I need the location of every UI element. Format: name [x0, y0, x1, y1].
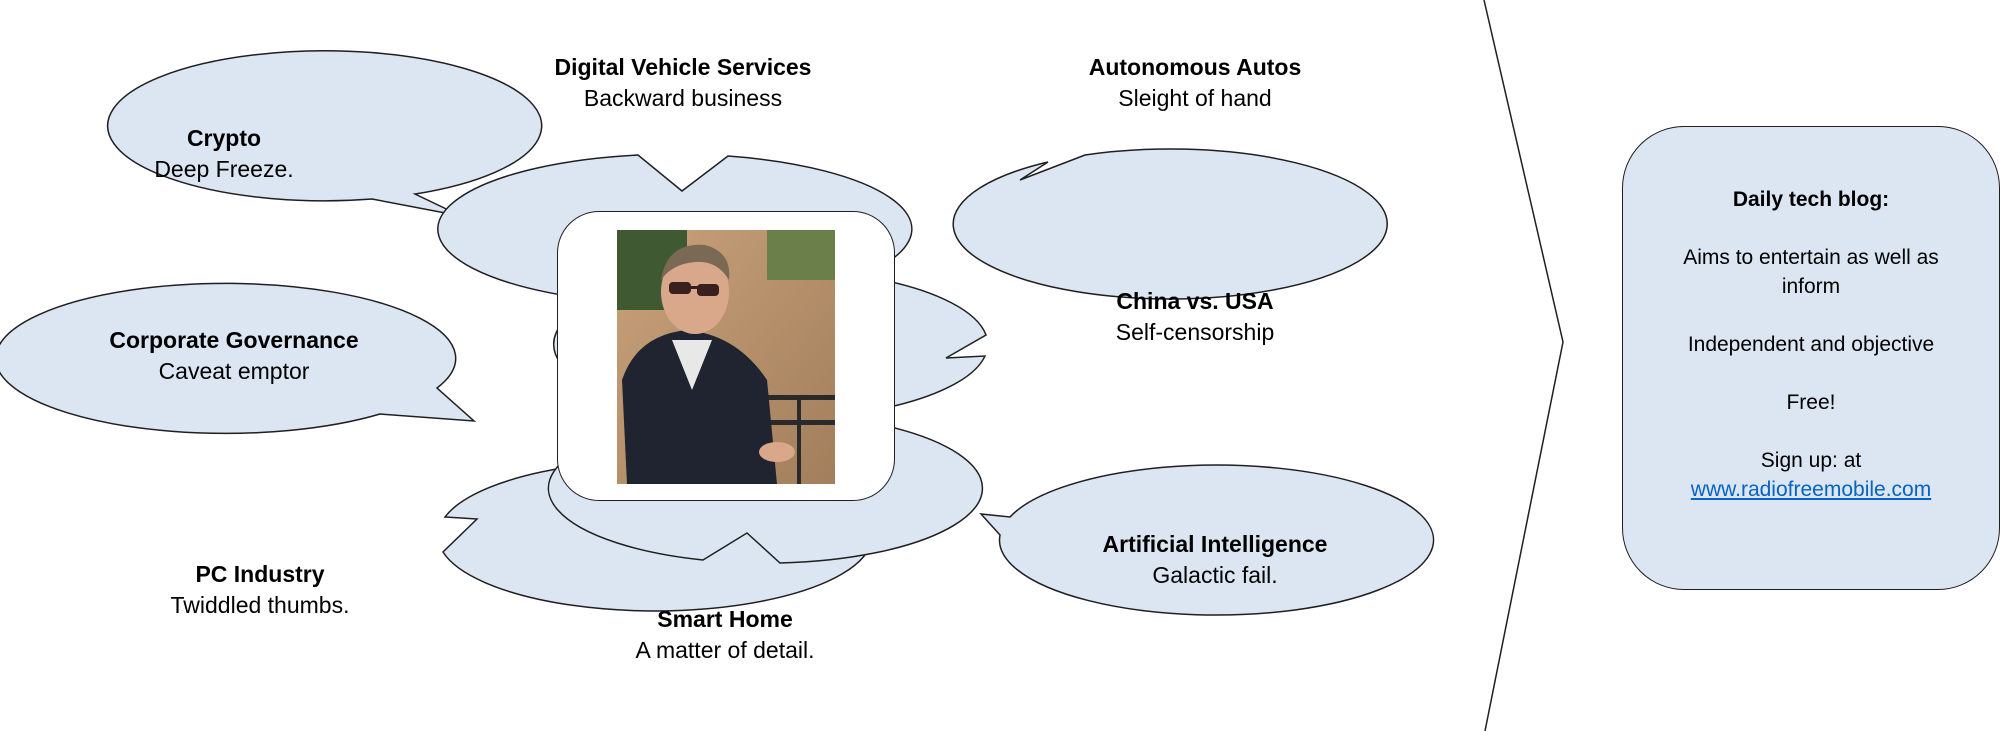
bubble-title: PC Industry	[195, 561, 325, 587]
bubble-label-china: China vs. USA Self-censorship	[1065, 286, 1325, 348]
bubble-subtitle: Sleight of hand	[1118, 85, 1272, 111]
blog-signup-link[interactable]: www.radiofreemobile.com	[1690, 478, 1932, 501]
bubble-subtitle: Twiddled thumbs.	[170, 592, 350, 618]
bubble-label-pc: PC Industry Twiddled thumbs.	[140, 559, 380, 621]
bubble-title: Crypto	[186, 125, 262, 151]
bubble-subtitle: A matter of detail.	[635, 637, 815, 663]
bubble-subtitle: Deep Freeze.	[154, 156, 294, 182]
bubble-subtitle: Caveat emptor	[158, 358, 310, 384]
bubble-autonomous	[952, 148, 1388, 300]
blog-heading: Daily tech blog:	[1732, 188, 1890, 211]
bubble-title: Artificial Intelligence	[1102, 531, 1328, 557]
blog-line-entertain: Aims to entertain as well as inform	[1683, 246, 1939, 298]
bubble-governance	[0, 282, 477, 435]
bubble-crypto	[106, 50, 543, 217]
bubble-title: Digital Vehicle Services	[554, 54, 812, 80]
blog-line-free: Free!	[1786, 391, 1836, 414]
bubble-subtitle: Backward business	[583, 85, 783, 111]
divider-arrow	[1483, 0, 1564, 731]
blog-line-signup: Sign up: at	[1760, 449, 1862, 472]
bubble-label-digital-vehicle: Digital Vehicle Services Backward busine…	[533, 52, 833, 114]
photo-frame	[557, 211, 895, 501]
bubble-label-smarthome: Smart Home A matter of detail.	[605, 604, 845, 666]
person-photo-icon	[617, 230, 835, 484]
bubble-ai	[979, 464, 1435, 616]
bubble-label-ai: Artificial Intelligence Galactic fail.	[1065, 529, 1365, 591]
bubble-label-autonomous: Autonomous Autos Sleight of hand	[1045, 52, 1345, 114]
blog-line-independent: Independent and objective	[1687, 333, 1935, 356]
bubble-subtitle: Galactic fail.	[1152, 562, 1278, 588]
bubble-title: China vs. USA	[1116, 288, 1274, 314]
bubble-label-governance: Corporate Governance Caveat emptor	[84, 325, 384, 387]
bubble-label-crypto: Crypto Deep Freeze.	[124, 123, 324, 185]
bubble-title: Corporate Governance	[109, 327, 359, 353]
bubble-title: Autonomous Autos	[1088, 54, 1302, 80]
blog-info-box: Daily tech blog: Aims to entertain as we…	[1622, 126, 2000, 590]
bubble-title: Smart Home	[657, 606, 793, 632]
bubble-subtitle: Self-censorship	[1115, 319, 1275, 345]
